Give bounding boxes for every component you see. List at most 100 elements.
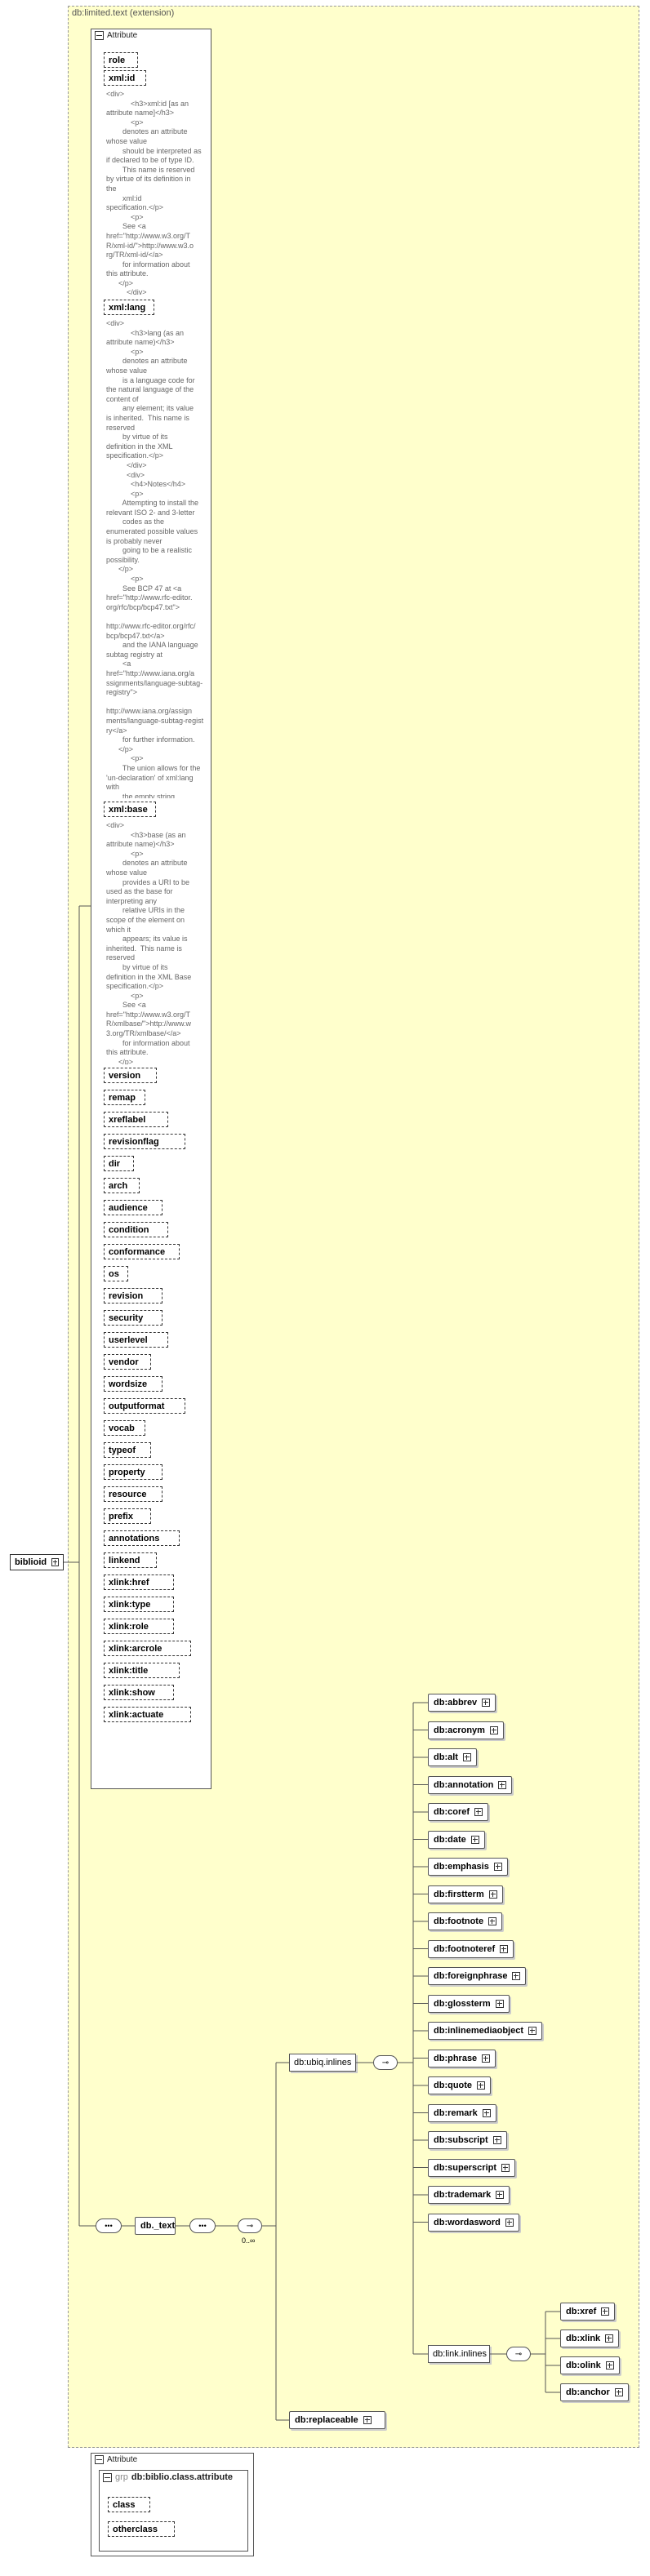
expand-icon[interactable] [482, 2108, 491, 2117]
expand-icon[interactable] [488, 1917, 497, 1925]
attribute-userlevel[interactable]: userlevel [104, 1332, 168, 1348]
attribute-xlink-type[interactable]: xlink:type [104, 1597, 174, 1612]
expand-icon[interactable] [601, 2307, 610, 2316]
attribute-xml-base[interactable]: xml:base [104, 802, 156, 817]
element-coref[interactable]: db:coref [428, 1803, 488, 1821]
attribute-otherclass[interactable]: otherclass [108, 2521, 175, 2537]
collapse-icon[interactable] [95, 31, 104, 40]
attribute-condition[interactable]: condition [104, 1222, 168, 1237]
element-quote[interactable]: db:quote [428, 2076, 492, 2094]
attribute-vocab[interactable]: vocab [104, 1420, 145, 1436]
attribute-version[interactable]: version [104, 1068, 157, 1083]
expand-icon[interactable] [498, 1780, 507, 1789]
attribute-xlink-title[interactable]: xlink:title [104, 1663, 180, 1678]
choice-compositor-icon-2[interactable]: ⊸ [373, 2055, 398, 2070]
element-foreignphrase[interactable]: db:foreignphrase [428, 1967, 527, 1985]
element-emphasis[interactable]: db:emphasis [428, 1858, 508, 1876]
element-glossterm[interactable]: db:glossterm [428, 1994, 510, 2013]
element-xlink[interactable]: db:xlink [560, 2330, 620, 2347]
attribute-annotations[interactable]: annotations [104, 1530, 180, 1546]
element-inlinemediaobject[interactable]: db:inlinemediaobject [428, 2022, 543, 2040]
attribute-xml-lang[interactable]: xml:lang [104, 300, 154, 315]
expand-icon[interactable] [482, 2054, 491, 2063]
element-replaceable[interactable]: db:replaceable [289, 2411, 385, 2429]
attribute-wordsize[interactable]: wordsize [104, 1376, 162, 1392]
attribute-dir[interactable]: dir [104, 1156, 134, 1171]
sequence-compositor-icon-2[interactable]: ••• [189, 2218, 216, 2233]
expand-icon[interactable] [605, 2334, 614, 2343]
element-anchor[interactable]: db:anchor [560, 2383, 629, 2401]
attribute-arch[interactable]: arch [104, 1178, 140, 1193]
attribute-xlink-actuate[interactable]: xlink:actuate [104, 1707, 191, 1722]
attribute-outputformat[interactable]: outputformat [104, 1398, 185, 1414]
attribute-group-header[interactable]: grp db:biblio.class.attribute [103, 2472, 233, 2482]
element-subscript[interactable]: db:subscript [428, 2131, 507, 2149]
element-trademark[interactable]: db:trademark [428, 2186, 510, 2204]
element-alt[interactable]: db:alt [428, 1748, 477, 1766]
root-element-biblioid[interactable]: biblioid [10, 1554, 64, 1570]
attribute-audience[interactable]: audience [104, 1200, 162, 1215]
attribute-remap[interactable]: remap [104, 1090, 145, 1105]
element-superscript[interactable]: db:superscript [428, 2158, 516, 2177]
element-date[interactable]: db:date [428, 1830, 485, 1849]
bottom-attribute-panel-header[interactable]: Attribute [95, 2455, 137, 2464]
collapse-icon[interactable] [103, 2472, 112, 2482]
element-firstterm[interactable]: db:firstterm [428, 1885, 503, 1903]
element-footnote[interactable]: db:footnote [428, 1912, 503, 1930]
text-node[interactable]: db._text [135, 2217, 176, 2235]
attribute-xreflabel[interactable]: xreflabel [104, 1112, 168, 1127]
expand-icon[interactable] [470, 1835, 479, 1844]
element-abbrev[interactable]: db:abbrev [428, 1694, 496, 1712]
element-xref[interactable]: db:xref [560, 2303, 616, 2321]
attribute-os[interactable]: os [104, 1266, 128, 1281]
expand-icon[interactable] [51, 1558, 59, 1566]
group-ubiq-inlines[interactable]: db:ubiq.inlines [289, 2054, 356, 2072]
expand-icon[interactable] [462, 1753, 471, 1761]
expand-icon[interactable] [363, 2416, 372, 2424]
expand-icon[interactable] [493, 1863, 502, 1871]
expand-icon[interactable] [500, 1944, 509, 1953]
attribute-xml-id[interactable]: xml:id [104, 70, 146, 86]
attribute-vendor[interactable]: vendor [104, 1354, 151, 1370]
element-phrase[interactable]: db:phrase [428, 2049, 496, 2067]
element-wordasword[interactable]: db:wordasword [428, 2213, 519, 2232]
attribute-resource[interactable]: resource [104, 1486, 162, 1502]
expand-icon[interactable] [528, 2027, 537, 2035]
expand-icon[interactable] [474, 1808, 483, 1816]
expand-icon[interactable] [495, 1999, 504, 2008]
expand-icon[interactable] [492, 2136, 501, 2144]
element-remark[interactable]: db:remark [428, 2103, 496, 2122]
expand-icon[interactable] [496, 2191, 505, 2199]
attribute-security[interactable]: security [104, 1310, 162, 1326]
attribute-xlink-href[interactable]: xlink:href [104, 1574, 174, 1590]
attribute-typeof[interactable]: typeof [104, 1442, 151, 1458]
attribute-xlink-role[interactable]: xlink:role [104, 1619, 174, 1634]
element-olink[interactable]: db:olink [560, 2356, 620, 2374]
expand-icon[interactable] [614, 2388, 623, 2396]
expand-icon[interactable] [501, 2163, 510, 2172]
element-acronym[interactable]: db:acronym [428, 1721, 504, 1739]
expand-icon[interactable] [512, 1972, 521, 1980]
attribute-prefix[interactable]: prefix [104, 1508, 151, 1524]
attribute-revisionflag[interactable]: revisionflag [104, 1134, 185, 1149]
attribute-linkend[interactable]: linkend [104, 1552, 157, 1568]
group-link-inlines[interactable]: db:link.inlines [428, 2345, 490, 2363]
expand-icon[interactable] [489, 1725, 498, 1734]
attribute-panel-header[interactable]: Attribute [95, 31, 137, 40]
attribute-xlink-show[interactable]: xlink:show [104, 1685, 174, 1700]
sequence-compositor-icon[interactable]: ••• [96, 2218, 122, 2233]
element-footnoteref[interactable]: db:footnoteref [428, 1939, 514, 1958]
choice-compositor-icon[interactable]: ⊸ [238, 2218, 262, 2233]
expand-icon[interactable] [488, 1890, 497, 1899]
expand-icon[interactable] [505, 2218, 514, 2227]
attribute-conformance[interactable]: conformance [104, 1244, 180, 1259]
expand-icon[interactable] [477, 2081, 486, 2090]
attribute-property[interactable]: property [104, 1464, 162, 1480]
expand-icon[interactable] [605, 2361, 614, 2369]
attribute-role[interactable]: role [104, 52, 138, 68]
attribute-class[interactable]: class [108, 2497, 150, 2512]
collapse-icon[interactable] [95, 2455, 104, 2464]
expand-icon[interactable] [482, 1699, 491, 1707]
attribute-revision[interactable]: revision [104, 1288, 162, 1304]
choice-compositor-icon-3[interactable]: ⊸ [506, 2347, 531, 2361]
